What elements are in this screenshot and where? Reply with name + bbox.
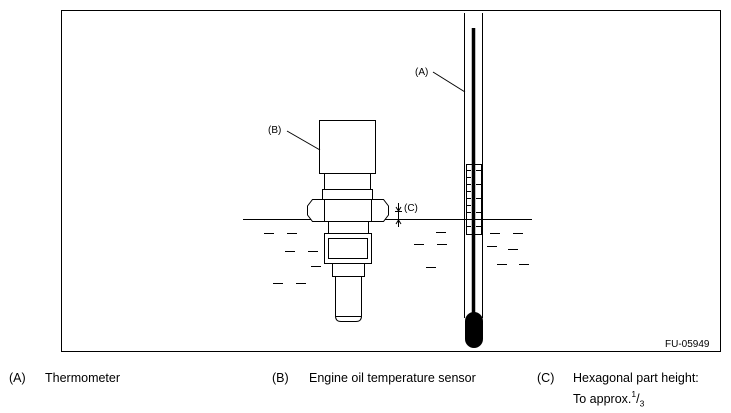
sensor-neck-ring: [322, 189, 373, 200]
legend-text-a: Thermometer: [45, 371, 121, 385]
legend-key-c: (C): [537, 371, 555, 385]
legend-key-b: (B): [272, 371, 289, 385]
oil-temperature-sensor: [307, 120, 389, 322]
fraction-denominator: 3: [639, 398, 645, 409]
legend-text-c-line1: Hexagonal part height:: [573, 371, 699, 385]
diagram-frame: [61, 10, 721, 352]
callout-c-label: (C): [404, 203, 418, 214]
sensor-connector-body: [319, 120, 376, 174]
thermometer-bulb: [465, 312, 483, 348]
legend: (A) Thermometer (B) Engine oil temperatu…: [0, 364, 731, 410]
thermometer-scale-box: [466, 164, 482, 235]
legend-text-c-line2: To approx.1/3: [573, 389, 645, 409]
leader-lines: [286, 71, 466, 151]
legend-text-c-prefix: To approx.: [573, 392, 632, 407]
sensor-probe-tip: [335, 276, 362, 322]
sensor-hexagon: [307, 199, 389, 222]
callout-a-label: (A): [415, 67, 428, 78]
thermometer-graphic: [464, 13, 483, 348]
legend-key-a: (A): [9, 371, 26, 385]
liquid-dashes: [264, 232, 529, 284]
sensor-thread: [328, 221, 369, 234]
figure-code: FU-05949: [665, 339, 710, 350]
sensor-lower-collar: [332, 263, 365, 277]
thermometer-scale-ticks: [466, 170, 481, 227]
legend-text-b: Engine oil temperature sensor: [309, 371, 476, 385]
hex-height-dimension-marker: [395, 203, 402, 227]
fraction-numerator: 1: [631, 389, 637, 399]
callout-b-label: (B): [268, 125, 281, 136]
